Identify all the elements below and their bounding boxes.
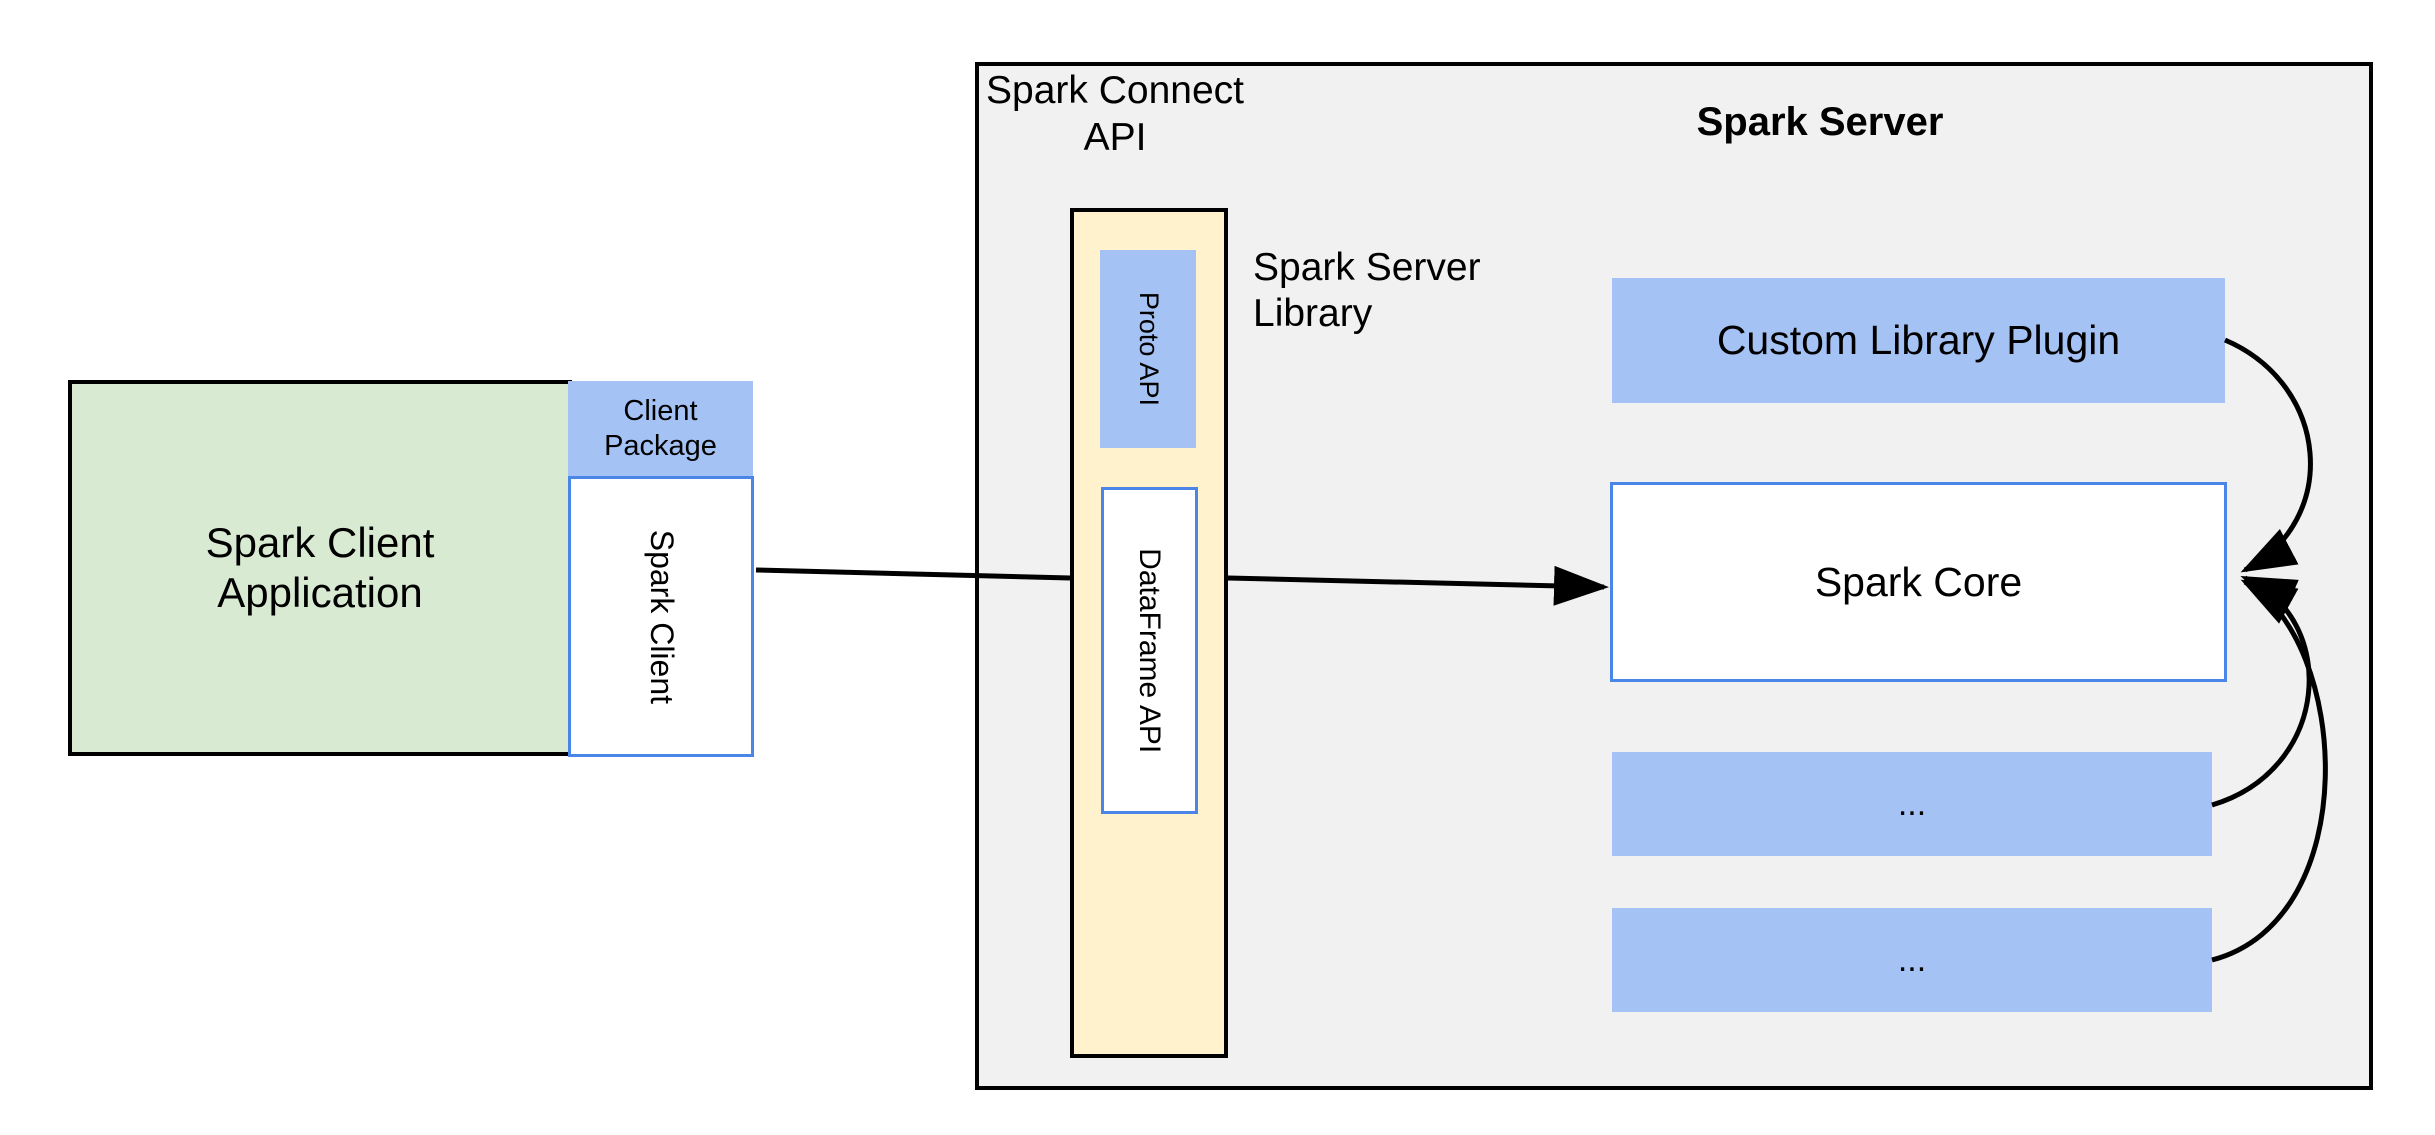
- proto-api-box: Proto API: [1100, 250, 1196, 448]
- server-component-ellipsis-1: ...: [1612, 752, 2212, 856]
- spark-client-application-line1: Spark Client: [205, 519, 435, 567]
- spark-client-application-box: Spark Client Application: [68, 380, 572, 756]
- spark-connect-api-label-line1: Spark Connect: [986, 69, 1244, 112]
- client-package-label-line1: Client: [623, 395, 698, 428]
- proto-api-label: Proto API: [1133, 291, 1164, 407]
- spark-connect-api-label-line2: API: [1083, 115, 1147, 159]
- spark-server-library-label-line2: Library: [1253, 292, 1373, 336]
- spark-client-application-line2: Application: [217, 569, 423, 616]
- client-package-box: Client Package: [568, 381, 753, 476]
- spark-client-box: Spark Client: [568, 476, 754, 757]
- spark-client-label: Spark Client: [643, 529, 680, 704]
- dataframe-api-box: DataFrame API: [1101, 487, 1198, 814]
- spark-server-title: Spark Server: [1696, 100, 1944, 144]
- dataframe-api-label: DataFrame API: [1133, 547, 1167, 754]
- server-component-ellipsis-2: ...: [1612, 908, 2212, 1012]
- spark-core-box: Spark Core: [1610, 482, 2227, 682]
- spark-server-library-label: Spark Server Library: [1253, 245, 1583, 337]
- custom-library-plugin-box: Custom Library Plugin: [1612, 278, 2225, 403]
- spark-server-library-label-line1: Spark Server: [1253, 246, 1481, 289]
- spark-connect-api-label: Spark Connect API: [960, 68, 1270, 162]
- client-package-label-line2: Package: [604, 429, 717, 462]
